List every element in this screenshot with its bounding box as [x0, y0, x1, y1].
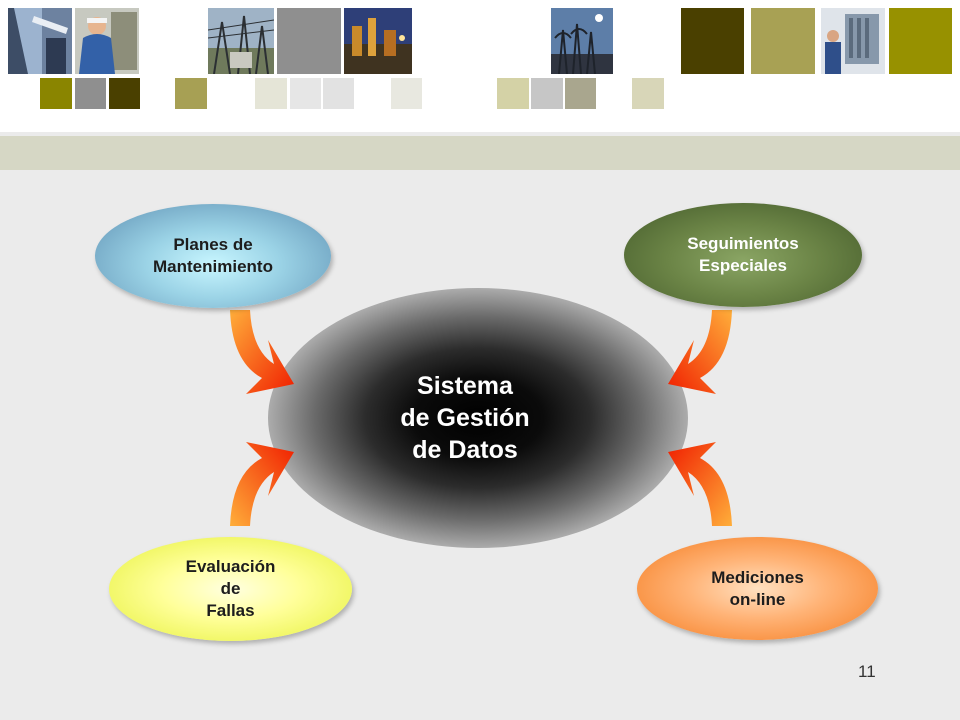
small-olive-tile [40, 78, 72, 109]
transformer-photo [821, 8, 885, 74]
night-city-photo [344, 8, 412, 74]
small-light-tile [290, 78, 321, 109]
header-banner [0, 0, 960, 132]
arrow-bottom-left [230, 442, 294, 526]
arrow-top-left [230, 310, 294, 394]
arrow-top-right [668, 310, 732, 394]
node-label-line: Fallas [206, 601, 255, 620]
node-planes-mantenimiento: Planes de Mantenimiento [95, 204, 331, 308]
small-khaki-tile [175, 78, 207, 109]
center-title-line: Sistema [417, 372, 513, 400]
center-title: Sistema de Gestión de Datos [330, 370, 600, 466]
node-label-line: Evaluación [185, 557, 276, 576]
substation-photo-1 [208, 8, 274, 74]
small-silver-tile [531, 78, 563, 109]
node-label-line: Mantenimiento [153, 257, 273, 276]
center-glow [268, 288, 688, 548]
node-label-line: Mediciones [711, 567, 804, 587]
small-sand-tile [497, 78, 529, 109]
olive-dark-tile [681, 8, 744, 74]
substation-photo-2 [551, 8, 613, 74]
slide-number: 11 [858, 662, 876, 681]
node-evaluacion-fallas: Evaluación de Fallas [109, 537, 352, 641]
node-seguimientos-especiales: Seguimientos Especiales [624, 203, 862, 307]
worker-photo-1 [8, 8, 72, 74]
olive-bright-tile [889, 8, 952, 74]
node-label-line: Seguimientos [687, 234, 799, 253]
worker-photo-2 [75, 8, 139, 74]
arrow-bottom-right [668, 442, 732, 526]
small-taupe-tile [565, 78, 596, 109]
small-gray-tile [75, 78, 106, 109]
gray-tile [277, 8, 341, 74]
small-light-tile [391, 78, 422, 109]
center-title-line: de Datos [412, 436, 518, 464]
node-label-line: Especiales [699, 256, 787, 275]
node-label-line: de [220, 579, 241, 598]
small-sand-tile [632, 78, 664, 109]
center-title-line: de Gestión [400, 404, 530, 432]
small-light-tile [255, 78, 287, 109]
node-label-line: on-line [729, 589, 786, 609]
node-label-line: Planes de [173, 235, 253, 254]
small-light-tile [323, 78, 354, 109]
node-mediciones-online: Mediciones on-line [637, 537, 878, 640]
olive-mid-tile [751, 8, 815, 74]
header-band [0, 136, 960, 170]
small-dark-olive-tile [109, 78, 140, 109]
